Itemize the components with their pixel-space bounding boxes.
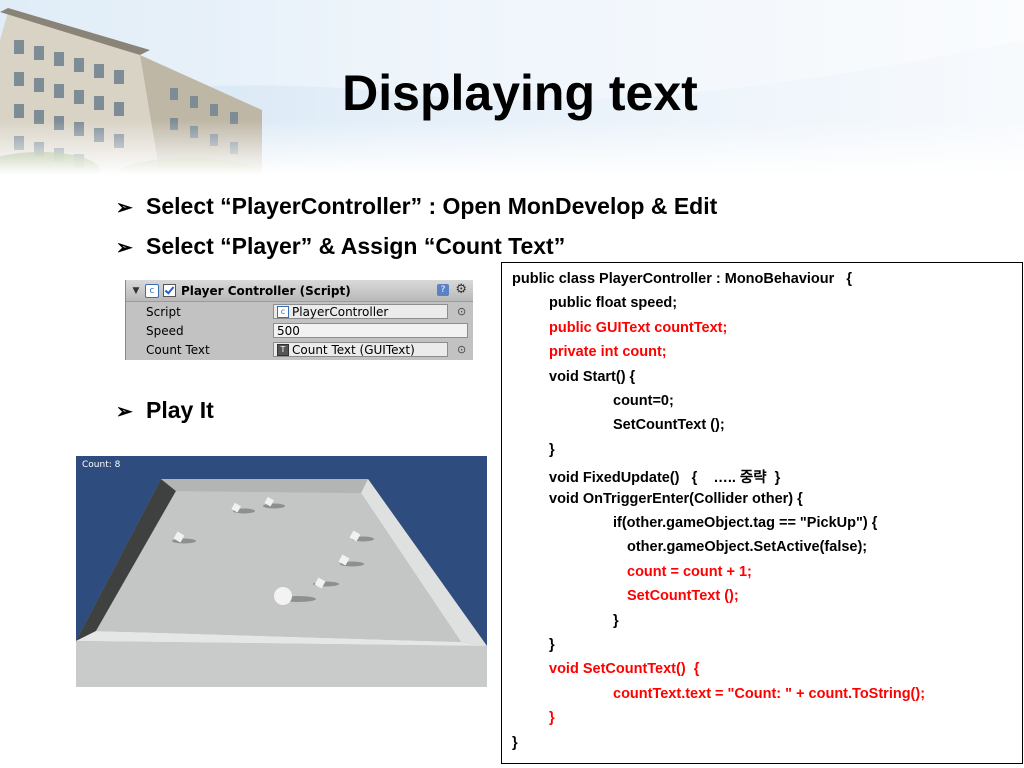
arrow-bullet-icon: ➢ bbox=[116, 197, 133, 219]
code-line: void FixedUpdate() { ….. 중략 } bbox=[549, 470, 781, 487]
speed-value: 500 bbox=[277, 323, 300, 338]
code-line: void SetCountText() { bbox=[549, 661, 700, 678]
code-line: SetCountText (); bbox=[613, 417, 725, 434]
script-icon: c bbox=[145, 283, 159, 298]
count-text-value: Count Text (GUIText) bbox=[292, 342, 415, 357]
inspector-row-speed: Speed 500 bbox=[126, 321, 473, 340]
script-field[interactable]: c PlayerController bbox=[273, 304, 448, 319]
code-line: } bbox=[549, 637, 555, 653]
campus-building-image bbox=[0, 0, 1024, 175]
field-label: Count Text bbox=[146, 342, 210, 357]
code-line: } bbox=[549, 710, 555, 727]
code-line: other.gameObject.SetActive(false); bbox=[627, 539, 868, 556]
code-line: } bbox=[512, 734, 518, 751]
field-label: Script bbox=[146, 304, 181, 319]
header-banner bbox=[0, 0, 1024, 175]
arrow-bullet-icon: ➢ bbox=[116, 237, 133, 259]
count-label: Count: 8 bbox=[82, 460, 121, 470]
code-line: void OnTriggerEnter(Collider other) { bbox=[549, 490, 803, 507]
bullet-play-it: ➢ Play It bbox=[116, 397, 214, 424]
object-picker-icon[interactable]: ⊙ bbox=[457, 305, 467, 318]
component-header[interactable]: ▼ c Player Controller (Script) ? ⚙ bbox=[126, 280, 473, 302]
code-line: countText.text = "Count: " + count.ToStr… bbox=[613, 685, 926, 702]
speed-input[interactable]: 500 bbox=[273, 323, 468, 338]
code-line: public float speed; bbox=[549, 295, 678, 312]
slide-title: Displaying text bbox=[342, 65, 698, 121]
help-icon[interactable]: ? bbox=[437, 284, 449, 296]
game-scene bbox=[76, 456, 487, 687]
script-icon: c bbox=[277, 305, 289, 318]
bullet-text: Play It bbox=[146, 397, 214, 423]
inspector-row-script: Script c PlayerController ⊙ bbox=[126, 302, 473, 321]
code-line: public class PlayerController : MonoBeha… bbox=[512, 271, 853, 287]
inspector-row-count-text: Count Text T Count Text (GUIText) ⊙ bbox=[126, 340, 473, 359]
game-view: Count: 8 bbox=[76, 456, 487, 687]
code-listing: public class PlayerController : MonoBeha… bbox=[501, 262, 1023, 764]
code-line: } bbox=[549, 441, 555, 458]
bullet-text: Select “Player” & Assign “Count Text” bbox=[146, 233, 566, 259]
gear-icon[interactable]: ⚙ bbox=[455, 282, 467, 297]
inspector-player-controller: ▼ c Player Controller (Script) ? ⚙ Scrip… bbox=[125, 280, 473, 360]
code-line: SetCountText (); bbox=[627, 588, 739, 605]
code-line: void Start() { bbox=[549, 368, 636, 385]
code-line: public GUIText countText; bbox=[549, 319, 728, 336]
code-line: } bbox=[613, 612, 619, 629]
collapse-triangle-icon[interactable]: ▼ bbox=[132, 285, 140, 296]
count-text-field[interactable]: T Count Text (GUIText) bbox=[273, 342, 448, 357]
field-label: Speed bbox=[146, 323, 184, 338]
arrow-bullet-icon: ➢ bbox=[116, 401, 133, 423]
bullet-text: Select “PlayerController” : Open MonDeve… bbox=[146, 193, 718, 219]
enabled-checkbox[interactable] bbox=[163, 284, 176, 297]
bullet-assign-count-text: ➢ Select “Player” & Assign “Count Text” bbox=[116, 233, 565, 260]
object-picker-icon[interactable]: ⊙ bbox=[457, 343, 467, 356]
code-line: count = count + 1; bbox=[627, 563, 752, 580]
guitext-icon: T bbox=[277, 343, 289, 356]
component-title: Player Controller (Script) bbox=[181, 283, 351, 298]
code-line: if(other.gameObject.tag == "PickUp") { bbox=[613, 515, 878, 531]
bullet-open-monodevelop: ➢ Select “PlayerController” : Open MonDev… bbox=[116, 193, 717, 220]
script-value: PlayerController bbox=[292, 304, 389, 319]
code-line: count=0; bbox=[613, 393, 674, 409]
code-line: private int count; bbox=[549, 344, 667, 361]
